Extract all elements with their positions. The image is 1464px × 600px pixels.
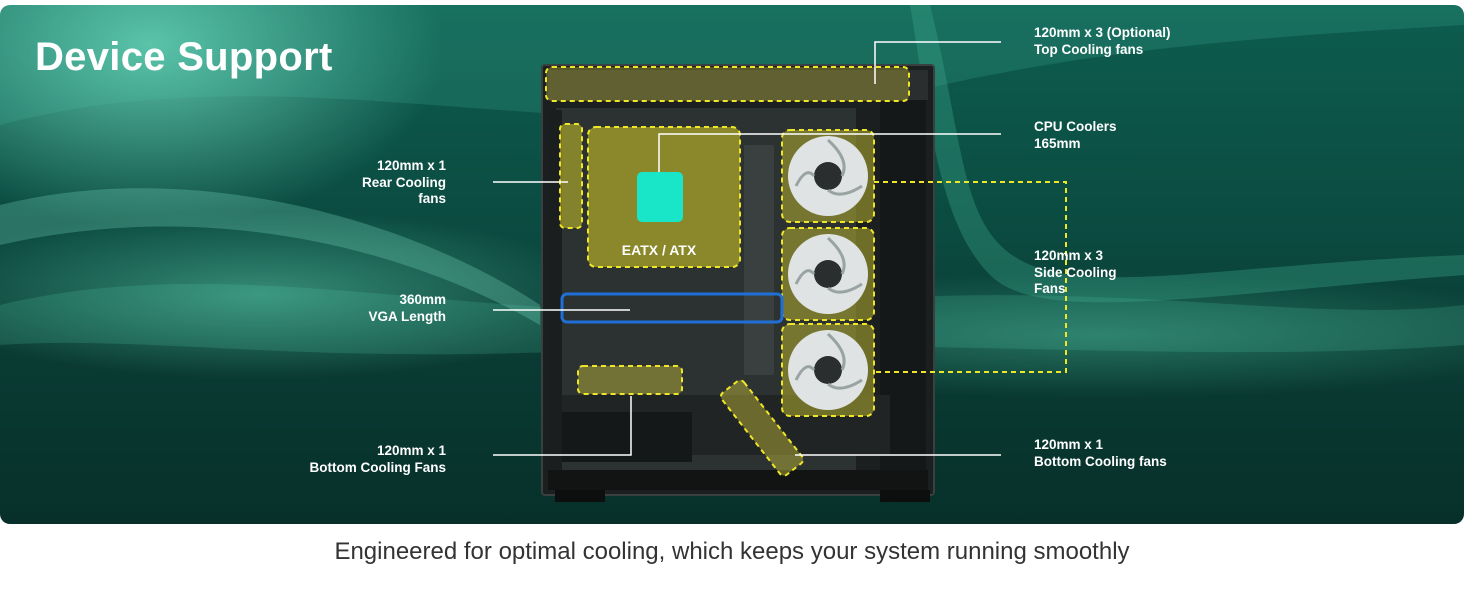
- vga-length-highlight: [560, 292, 784, 324]
- bottom-left-fan-highlight: [577, 365, 683, 395]
- side-fans: [781, 129, 875, 417]
- caption: Engineered for optimal cooling, which ke…: [334, 538, 1130, 565]
- rear-fan-highlight: [559, 123, 583, 229]
- side-fans-bracket: [874, 181, 1067, 373]
- top-fans-highlight: [545, 66, 910, 102]
- banner-title: Device Support: [35, 35, 333, 79]
- bottom-right-fan-highlight: [719, 379, 805, 477]
- cpu-socket-block: [637, 172, 683, 222]
- leader-lines: [493, 41, 1001, 456]
- board-form-factor-label: EATX / ATX: [622, 242, 697, 258]
- top-fans-label: 120mm x 3 (Optional)Top Cooling fans: [1034, 25, 1171, 57]
